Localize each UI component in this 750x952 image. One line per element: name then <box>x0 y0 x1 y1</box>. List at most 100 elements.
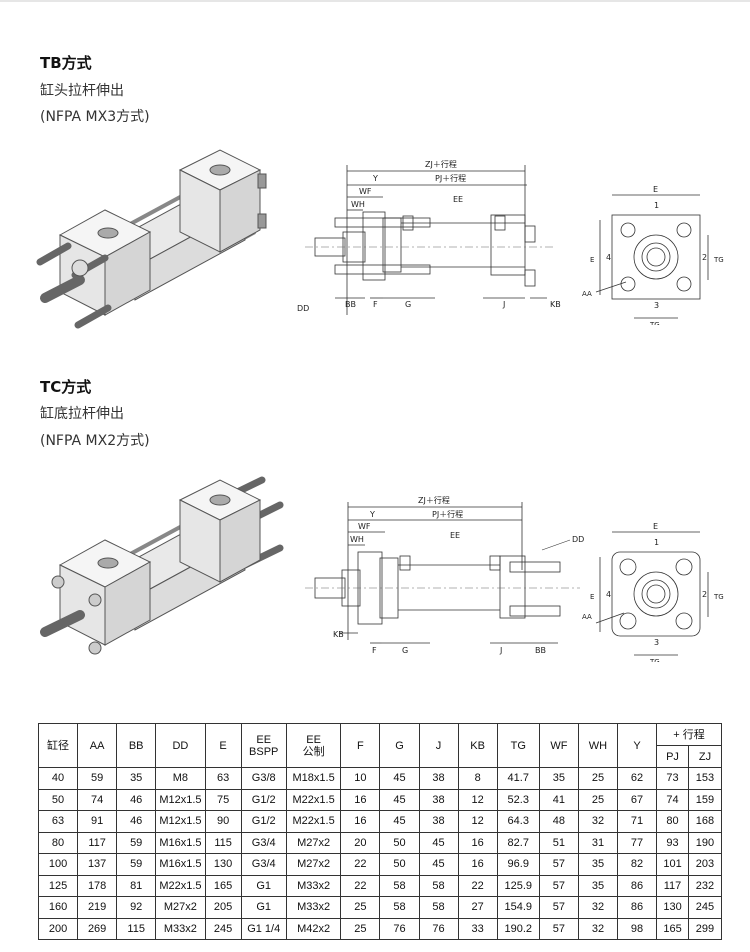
table-cell: M42x2 <box>285 917 342 940</box>
table-cell: 41.7 <box>496 767 540 790</box>
table-cell: 40 <box>37 767 79 790</box>
table-cell: 51 <box>538 831 579 854</box>
table-cell: 101 <box>656 853 689 876</box>
table-cell: 100 <box>37 853 79 876</box>
tc-dim-dd: DD <box>572 535 584 544</box>
table-cell: 153 <box>687 767 723 790</box>
table-cell: 92 <box>116 896 157 919</box>
table-header-cell: DD <box>155 723 206 768</box>
tb-dim-ee: EE <box>453 195 463 204</box>
tb-front-dim-e: E <box>653 185 658 194</box>
table-cell: 57 <box>538 896 579 919</box>
table-cell: 48 <box>538 810 579 833</box>
table-cell: G3/4 <box>240 853 287 876</box>
table-cell: M18x1.5 <box>285 767 342 790</box>
tc-dim-ee: EE <box>450 531 460 540</box>
table-cell: M22x1.5 <box>285 788 342 811</box>
table-cell: M27x2 <box>155 896 206 919</box>
tb-standard: (NFPA MX3方式) <box>40 109 150 125</box>
table-cell: 74 <box>77 788 118 811</box>
table-cell: 76 <box>379 917 420 940</box>
tc-description: 缸底拉杆伸出 <box>40 406 124 422</box>
table-cell: 159 <box>687 788 723 811</box>
table-cell: 82 <box>616 853 658 876</box>
table-cell: M12x1.5 <box>155 810 206 833</box>
table-cell: 137 <box>77 853 118 876</box>
table-cell: G3/4 <box>240 831 287 854</box>
table-cell: 269 <box>77 917 118 940</box>
table-cell: 22 <box>457 874 498 897</box>
table-cell: 38 <box>418 788 459 811</box>
tc-front-dim-tg: TG <box>649 658 660 662</box>
table-cell: 57 <box>538 874 579 897</box>
tb-front-view-drawing: E 1 2 3 4 TG TG E AA <box>582 185 724 325</box>
table-cell: 165 <box>656 917 689 940</box>
table-cell: 16 <box>340 810 381 833</box>
table-header-cell: Y <box>616 723 658 768</box>
table-cell: 62 <box>616 767 658 790</box>
tc-title: TC方式 <box>40 378 92 396</box>
table-cell: G1 <box>240 896 287 919</box>
table-cell: 35 <box>577 874 619 897</box>
table-cell: 77 <box>616 831 658 854</box>
table-cell: 64.3 <box>496 810 540 833</box>
tc-front-view-drawing: E 1 2 3 4 TG TG E AA <box>582 522 724 662</box>
table-header-cell: ZJ <box>687 745 723 768</box>
table-cell: 20 <box>340 831 381 854</box>
table-cell: M22x1.5 <box>285 810 342 833</box>
table-cell: 45 <box>379 810 420 833</box>
table-cell: M33x2 <box>285 874 342 897</box>
tc-dim-pj: PJ＋行程 <box>432 509 463 519</box>
table-cell: 117 <box>656 874 689 897</box>
table-cell: 22 <box>340 874 381 897</box>
table-cell: 16 <box>457 853 498 876</box>
tb-side-view-drawing: ZJ＋行程 PJ＋行程 Y WF WH EE DD BB F G J KB <box>297 159 561 315</box>
table-cell: 160 <box>37 896 79 919</box>
table-cell: 63 <box>37 810 79 833</box>
table-cell: 91 <box>77 810 118 833</box>
table-cell: 80 <box>656 810 689 833</box>
table-cell: 58 <box>418 874 459 897</box>
table-cell: M22x1.5 <box>155 874 206 897</box>
table-cell: 232 <box>687 874 723 897</box>
tb-dim-f: F <box>373 300 378 309</box>
table-cell: 27 <box>457 896 498 919</box>
tc-dim-zj: ZJ＋行程 <box>418 495 450 505</box>
tc-front-dim-aa: AA <box>582 613 592 621</box>
table-cell: 25 <box>340 917 381 940</box>
tb-description: 缸头拉杆伸出 <box>40 83 124 99</box>
table-cell: 245 <box>204 917 242 940</box>
table-cell: 50 <box>379 853 420 876</box>
table-cell: G1/2 <box>240 810 287 833</box>
table-cell: 25 <box>577 767 619 790</box>
table-header-cell: J <box>418 723 459 768</box>
table-cell: 45 <box>418 853 459 876</box>
table-cell: 205 <box>204 896 242 919</box>
table-header-cell: G <box>379 723 420 768</box>
table-cell: M8 <box>155 767 206 790</box>
tc-side-view-drawing: ZJ＋行程 PJ＋行程 Y WF WH EE DD KB F G J BB <box>305 495 584 655</box>
tb-dim-bb: BB <box>345 300 356 309</box>
table-cell: 76 <box>418 917 459 940</box>
tb-front-dim-e-side: E <box>590 256 594 264</box>
tc-dim-j: J <box>499 646 502 655</box>
table-cell: M16x1.5 <box>155 831 206 854</box>
table-cell: 299 <box>687 917 723 940</box>
tb-dim-kb: KB <box>550 300 561 309</box>
tb-dim-dd: DD <box>297 304 309 313</box>
table-cell: 154.9 <box>496 896 540 919</box>
table-cell: 81 <box>116 874 157 897</box>
tc-dim-g: G <box>402 646 408 655</box>
table-cell: 33 <box>457 917 498 940</box>
table-cell: 82.7 <box>496 831 540 854</box>
tb-dim-pj: PJ＋行程 <box>435 173 466 183</box>
table-cell: 46 <box>116 788 157 811</box>
table-cell: 10 <box>340 767 381 790</box>
